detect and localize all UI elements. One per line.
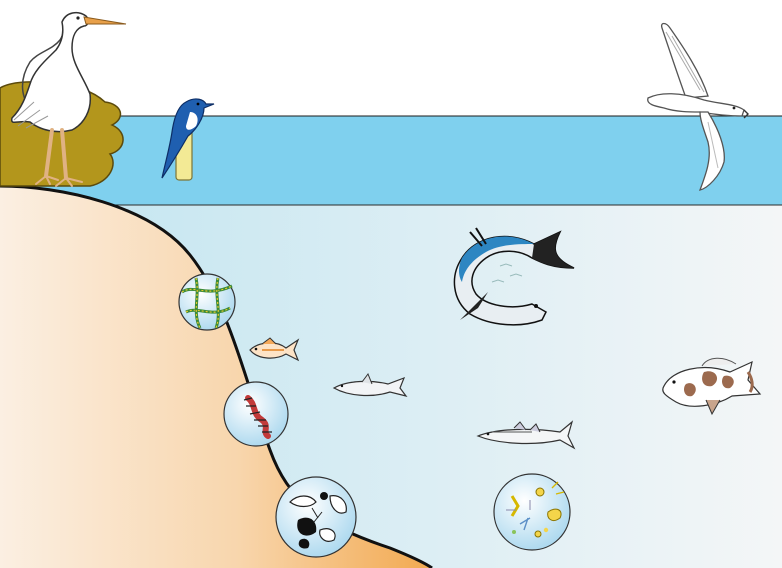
worm-bubble-icon — [224, 382, 288, 446]
algae-bubble-icon — [179, 274, 235, 330]
plankton-bubble-icon — [494, 474, 570, 550]
invertebrate-bubble-icon — [276, 477, 356, 557]
